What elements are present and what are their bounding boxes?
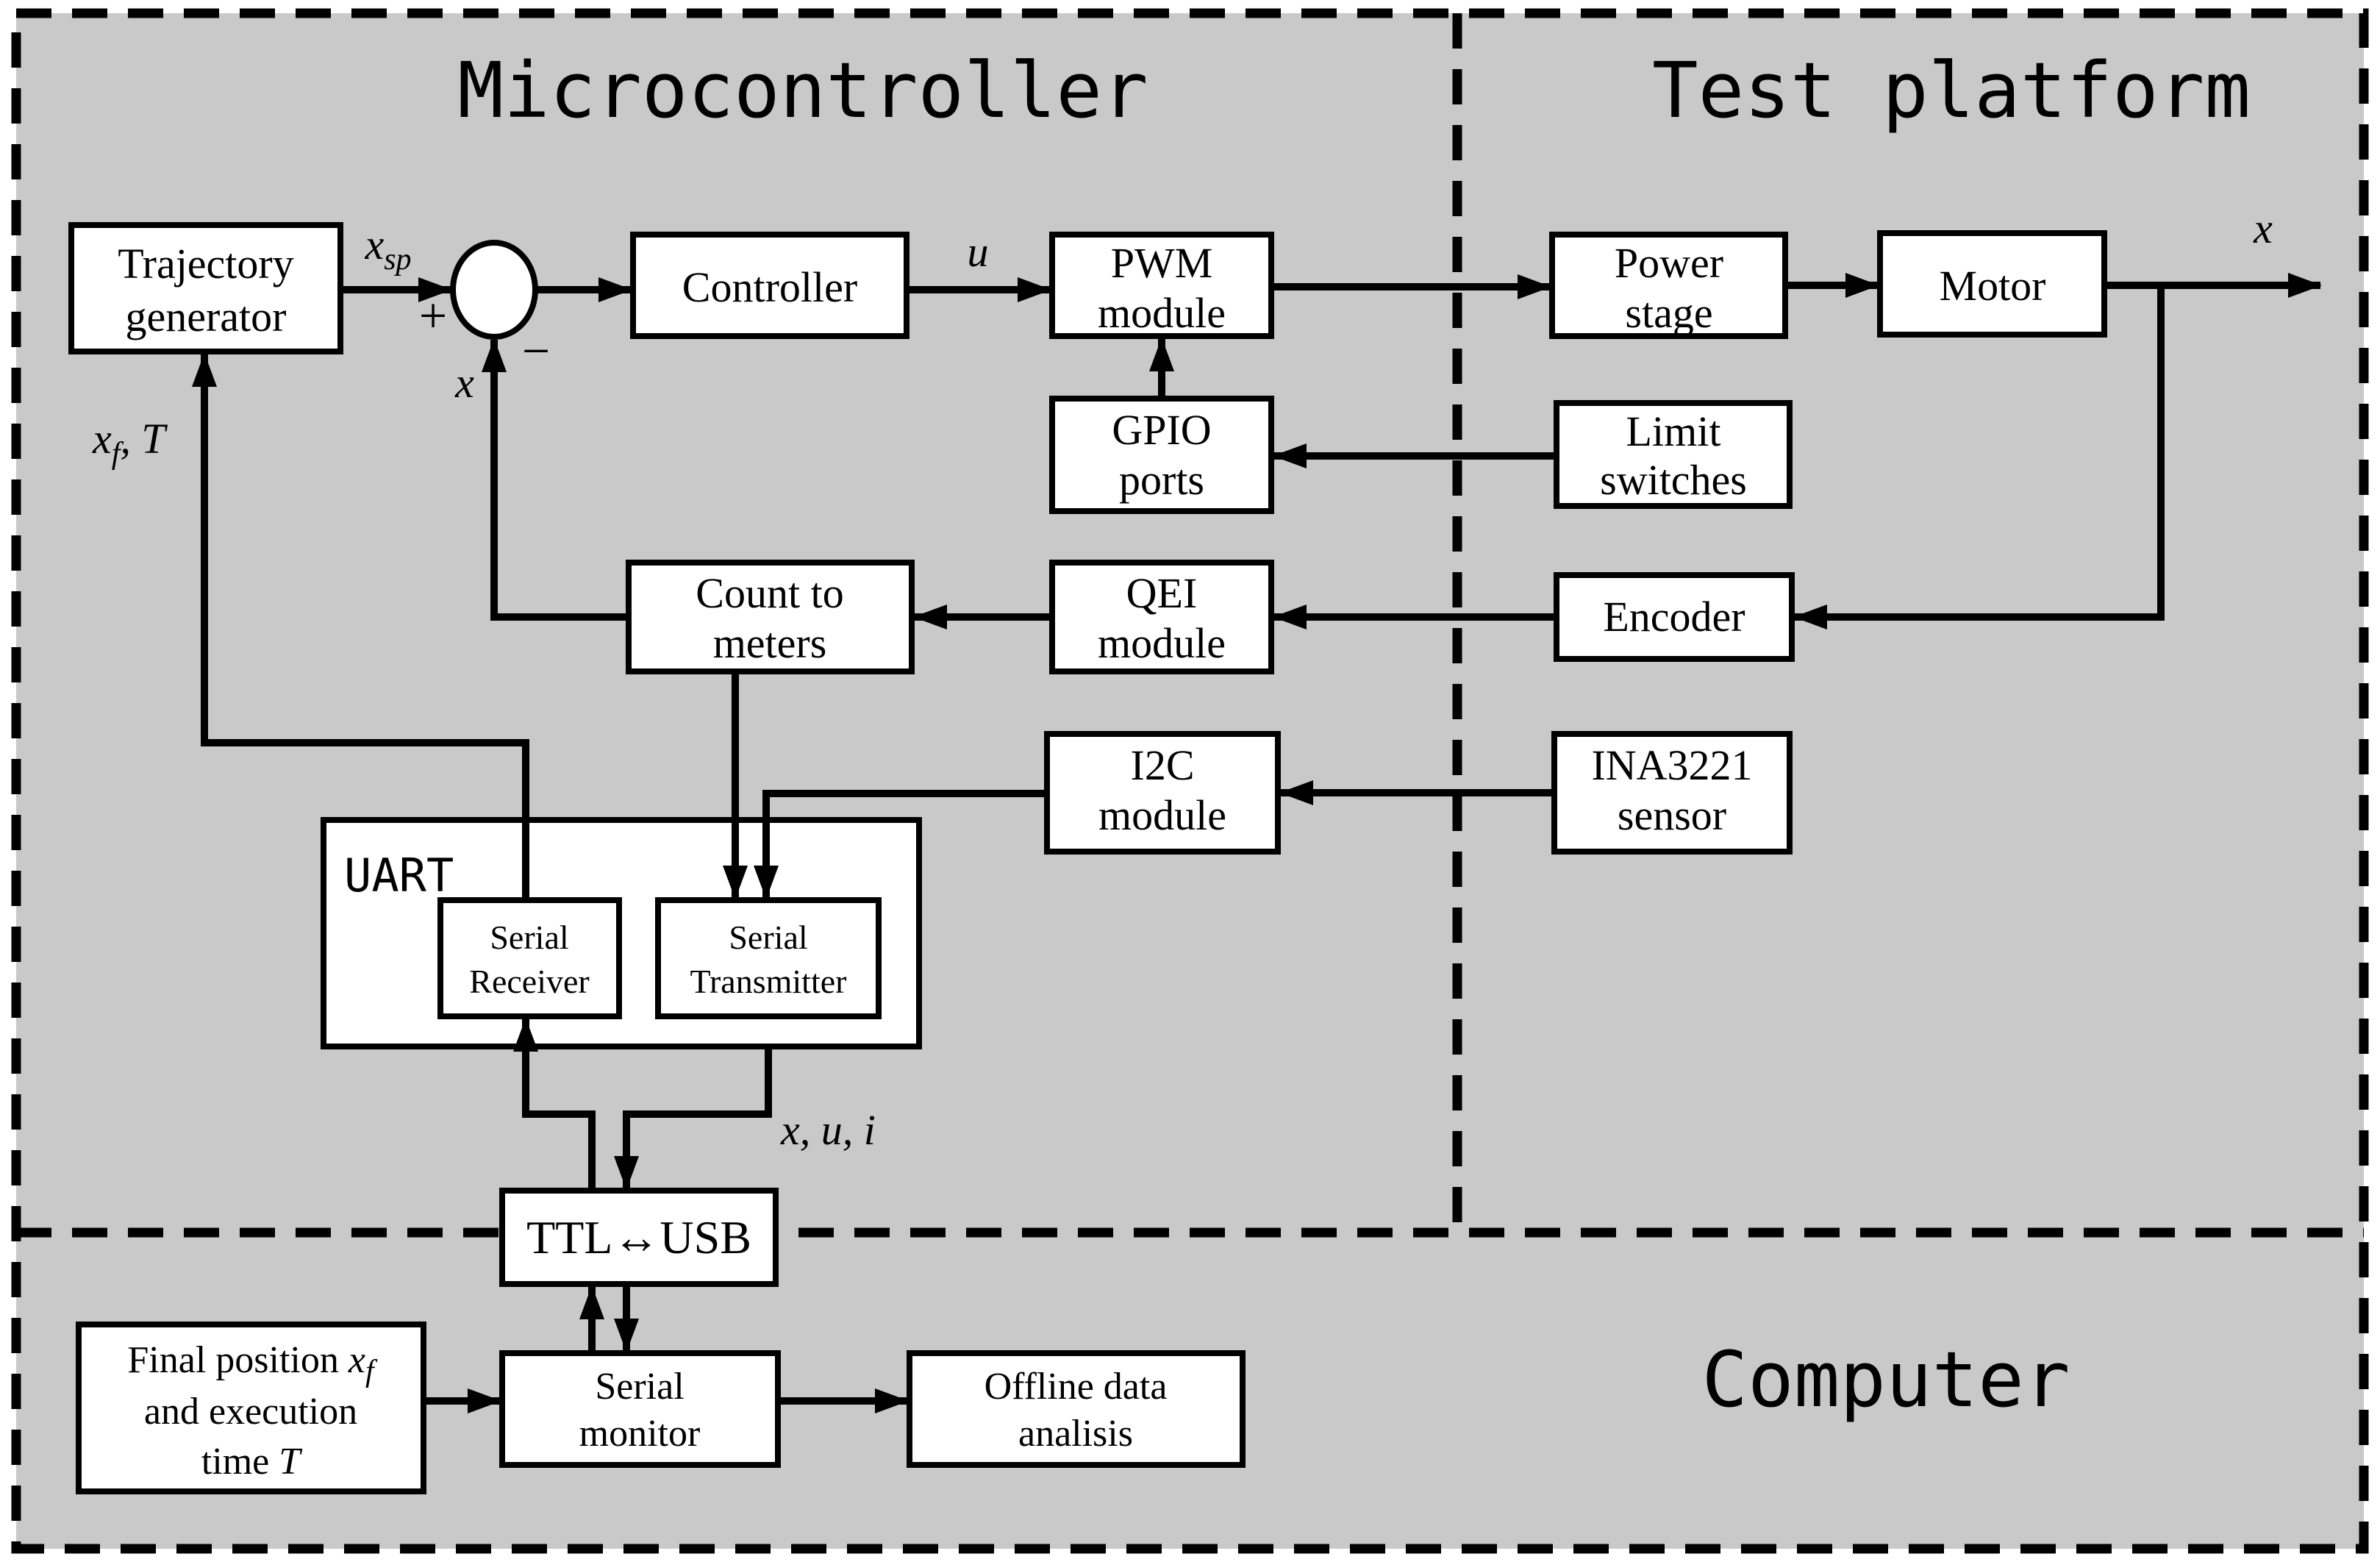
serial-receiver-box xyxy=(437,897,622,1019)
serial-transmitter-label-2: Transmitter xyxy=(690,963,847,1000)
block-ina3221-sensor: INA3221 sensor xyxy=(1551,731,1793,855)
signal-label-position-feedback: x xyxy=(454,359,474,407)
region-title-microcontroller: Microcontroller xyxy=(457,46,1148,135)
block-count-to-meters: Count to meters xyxy=(626,560,915,674)
block-trajectory-generator: Trajectory generator xyxy=(68,222,343,354)
summing-minus-sign: − xyxy=(522,323,550,379)
power-stage-label-1: Power xyxy=(1615,239,1723,287)
qei-module-label-2: module xyxy=(1098,619,1226,667)
pwm-module-label-2: module xyxy=(1098,289,1226,337)
trajectory-generator-label-1: Trajectory xyxy=(118,240,293,288)
block-serial-monitor: Serial monitor xyxy=(499,1350,781,1468)
power-stage-label-2: stage xyxy=(1625,289,1712,337)
ina3221-sensor-label-1: INA3221 xyxy=(1591,741,1752,789)
pwm-module-box xyxy=(1049,232,1274,339)
serial-monitor-box xyxy=(499,1350,781,1468)
gpio-ports-label-1: GPIO xyxy=(1112,406,1211,454)
offline-analysis-box xyxy=(907,1350,1246,1468)
serial-monitor-label-1: Serial xyxy=(595,1366,684,1408)
final-position-label-1: Final position xf xyxy=(127,1339,378,1388)
block-pwm-module: PWM module xyxy=(1049,232,1274,339)
arrow-motor-to-encoder xyxy=(1793,285,2165,630)
gpio-ports-box xyxy=(1049,396,1274,514)
limit-switches-label-1: Limit xyxy=(1626,407,1721,455)
count-to-meters-box xyxy=(626,560,915,674)
power-stage-box xyxy=(1549,232,1788,339)
ttl-usb-label: TTL↔USB xyxy=(526,1211,751,1263)
block-gpio-ports: GPIO ports xyxy=(1049,396,1274,514)
i2c-module-label-2: module xyxy=(1098,791,1226,839)
signal-label-trajectory-params: xf, T xyxy=(92,415,168,471)
limit-switches-label-2: switches xyxy=(1600,456,1747,504)
block-i2c-module: I2C module xyxy=(1044,731,1281,855)
signal-label-telemetry: x, u, i xyxy=(780,1106,876,1154)
serial-transmitter-box xyxy=(655,897,882,1019)
controller-box xyxy=(630,232,910,339)
final-position-label-3: time T xyxy=(201,1441,302,1483)
qei-module-label-1: QEI xyxy=(1126,569,1198,617)
block-qei-module: QEI module xyxy=(1049,560,1274,674)
count-to-meters-label-1: Count to xyxy=(696,569,843,617)
uart-label: UART xyxy=(344,849,454,902)
block-encoder: Encoder xyxy=(1554,572,1795,662)
gpio-ports-label-2: ports xyxy=(1119,456,1204,504)
pwm-module-label-1: PWM xyxy=(1111,239,1213,287)
block-controller: Controller xyxy=(630,232,910,339)
region-title-test-platform: Test platform xyxy=(1652,46,2251,135)
motor-label: Motor xyxy=(1940,262,2046,310)
signal-label-control: u xyxy=(968,228,989,276)
serial-receiver-label-1: Serial xyxy=(490,919,568,956)
block-power-stage: Power stage xyxy=(1549,232,1788,339)
limit-switches-box xyxy=(1554,400,1793,509)
block-motor: Motor xyxy=(1877,230,2107,338)
trajectory-generator-box xyxy=(68,222,343,354)
signal-label-setpoint: xsp xyxy=(364,221,411,277)
serial-monitor-label-2: monitor xyxy=(579,1413,701,1455)
summing-plus-sign: + xyxy=(419,288,447,343)
block-serial-receiver: Serial Receiver xyxy=(437,897,622,1019)
motor-box xyxy=(1877,230,2107,338)
arrow-serial-receiver-to-trajectory xyxy=(192,353,529,900)
trajectory-generator-label-2: generator xyxy=(126,293,287,340)
i2c-module-label-1: I2C xyxy=(1131,741,1195,789)
arrow-serial-transmitter-to-ttl xyxy=(614,1046,772,1190)
controller-label: Controller xyxy=(682,263,857,311)
count-to-meters-label-2: meters xyxy=(713,619,827,667)
ina3221-sensor-label-2: sensor xyxy=(1618,791,1726,839)
block-offline-analysis: Offline data analisis xyxy=(907,1350,1246,1468)
encoder-label: Encoder xyxy=(1603,593,1745,641)
serial-transmitter-label-1: Serial xyxy=(729,919,807,956)
block-serial-transmitter: Serial Transmitter xyxy=(655,897,882,1019)
block-final-position: Final position xf and execution time T xyxy=(76,1322,426,1494)
block-ttl-usb: TTL↔USB xyxy=(499,1188,779,1287)
arrow-count-to-sum-feedback xyxy=(482,338,629,621)
ttl-usb-box xyxy=(499,1188,779,1287)
arrow-ttl-to-serial-receiver xyxy=(513,1018,596,1191)
block-limit-switches: Limit switches xyxy=(1554,400,1793,509)
arrow-i2c-to-serial-transmitter xyxy=(754,790,1047,899)
offline-analysis-label-1: Offline data xyxy=(984,1366,1168,1408)
final-position-label-2: and execution xyxy=(144,1391,357,1433)
qei-module-box xyxy=(1049,560,1274,674)
final-position-box xyxy=(76,1322,426,1494)
offline-analysis-label-2: analisis xyxy=(1018,1413,1133,1455)
region-title-computer: Computer xyxy=(1702,1335,2070,1424)
signal-label-position-output: x xyxy=(2253,204,2273,252)
serial-receiver-label-2: Receiver xyxy=(469,963,589,1000)
